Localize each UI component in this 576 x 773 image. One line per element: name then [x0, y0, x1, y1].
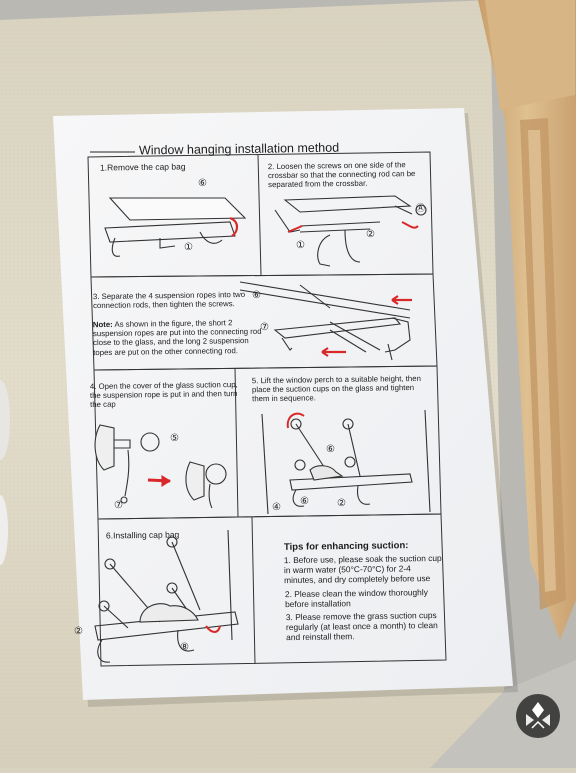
diagram-step-1	[104, 197, 247, 257]
callout-number: ⑦	[260, 322, 269, 333]
instruction-sheet	[53, 108, 513, 700]
callout-number: ②	[337, 498, 346, 509]
step-3-note: Note: As shown in the figure, the short …	[93, 318, 263, 357]
tip-2: 2. Please clean the window thoroughly be…	[284, 587, 428, 610]
callout-number: ⑥	[252, 290, 261, 301]
watermark-logo-icon	[516, 694, 560, 738]
diagram-step-2	[274, 195, 427, 267]
callout-number: ②	[74, 626, 83, 637]
tip-1: 1. Before use, please soak the suction c…	[283, 552, 442, 585]
step-2-text: 2. Loosen the screws on one side of the …	[267, 160, 416, 190]
step-4-text: 4. Open the cover of the glass suction c…	[89, 379, 238, 410]
callout-number: ④	[272, 502, 281, 513]
callout-number: ⑧	[180, 642, 189, 653]
note-text: As shown in the figure, the short 2 susp…	[92, 318, 262, 357]
callout-number: ⑦	[114, 500, 123, 511]
step-3-text: 3. Separate the 4 suspension ropes into …	[92, 289, 246, 311]
tip-3: 3. Please remove the grass suction cups …	[285, 610, 438, 642]
callout-number: Ⓐ	[416, 203, 426, 213]
callout-number: ⑥	[198, 178, 207, 189]
tips-heading: Tips for enhancing suction:	[283, 540, 409, 553]
diagram-step-6	[94, 529, 239, 663]
callout-number: ⑥	[300, 496, 309, 507]
callout-number: ⑥	[326, 444, 335, 455]
callout-number: ①	[184, 242, 193, 253]
step-6-text: 6.Installing cap bag	[105, 529, 180, 541]
callout-number: ①	[296, 240, 305, 251]
sheet-title: Window hanging installation method	[138, 140, 340, 158]
callout-number: ②	[366, 229, 375, 240]
diagram-step-3	[239, 281, 412, 361]
diagram-step-4	[94, 424, 227, 509]
step-1-text: 1.Remove the cap bag	[99, 161, 186, 173]
step-5-text: 5. Lift the window perch to a suitable h…	[251, 373, 421, 404]
callout-number: ⑤	[170, 433, 179, 444]
note-label: Note:	[92, 319, 113, 330]
diagram-step-5	[261, 409, 431, 515]
